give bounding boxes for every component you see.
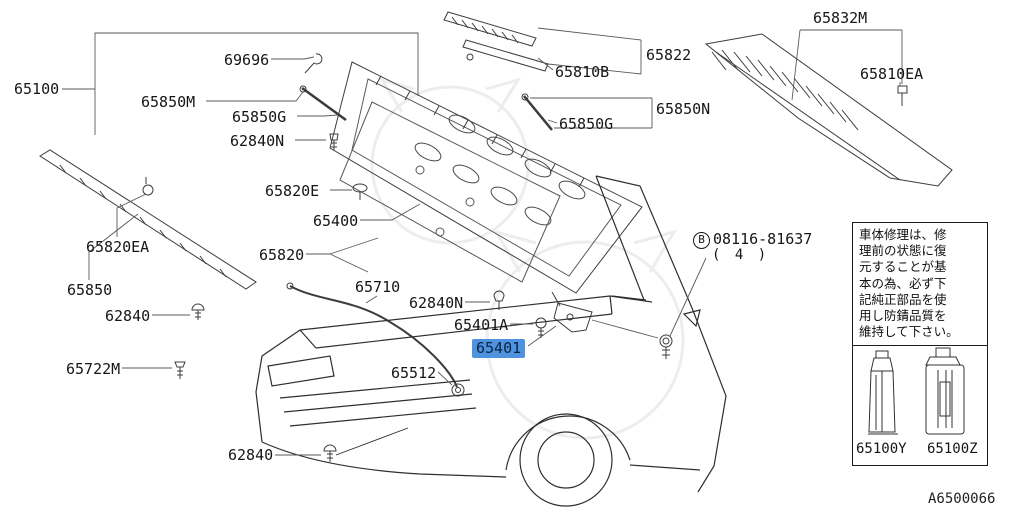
part-label-65100: 65100 xyxy=(14,80,60,98)
car-body xyxy=(255,175,727,507)
clip-62840N-1 xyxy=(329,133,339,150)
part-label-62840N-2: 62840N xyxy=(409,294,464,312)
part-label-65850M: 65850M xyxy=(141,93,196,111)
part-label-65100Y: 65100Y xyxy=(856,441,907,457)
note-line: 車体修理は、修 xyxy=(859,227,947,242)
seal-strip xyxy=(39,149,257,290)
bolt-65810EA xyxy=(897,85,908,94)
note-line: 本の為、必ず下 xyxy=(859,275,947,291)
part-label-65850G-1: 65850G xyxy=(232,108,287,126)
part-label-65710: 65710 xyxy=(355,278,401,296)
part-label-65850N: 65850N xyxy=(656,100,711,118)
clip-62840-2 xyxy=(323,444,337,462)
repair-note-box: 車体修理は、修 理前の状態に復 元することが基 本の為、必ず下 記純正部品を使 … xyxy=(852,222,988,346)
bolt-reference-number: 08116-81637 xyxy=(713,230,813,248)
clip-65820E xyxy=(352,183,368,200)
part-label-65810B: 65810B xyxy=(555,63,610,81)
part-label-62840-2: 62840 xyxy=(228,446,274,464)
hood-hinge xyxy=(551,291,593,333)
note-line: 維持して下さい。 xyxy=(859,324,959,340)
grommet-65820EA xyxy=(142,184,154,196)
clip-62840-1 xyxy=(191,303,205,320)
part-label-65400: 65400 xyxy=(313,212,359,230)
hood-insulator xyxy=(339,101,561,283)
hook-69696 xyxy=(304,53,323,74)
product-tube xyxy=(868,350,898,435)
watermark xyxy=(370,77,685,440)
bolt-reference-qty: ( 4 ) xyxy=(712,247,770,263)
part-label-65722M: 65722M xyxy=(66,360,121,378)
part-label-65832M: 65832M xyxy=(813,9,868,27)
part-label-69696: 69696 xyxy=(224,51,270,69)
diagram-code: A6500066 xyxy=(928,491,996,507)
cowl-grille xyxy=(704,33,953,187)
bolt-08116 xyxy=(659,334,673,359)
grommet-65512 xyxy=(451,383,465,397)
note-line: 理前の状態に復 xyxy=(859,243,947,259)
hood-stays xyxy=(443,11,549,72)
clip-65722M xyxy=(174,361,186,379)
note-line: 元することが基 xyxy=(859,259,947,275)
part-label-65401-highlighted[interactable]: 65401 xyxy=(472,339,526,358)
part-label-65512: 65512 xyxy=(391,364,437,382)
part-label-65810EA: 65810EA xyxy=(860,65,924,83)
part-label-65820EA: 65820EA xyxy=(86,238,150,256)
hood-panel xyxy=(329,61,643,294)
part-label-65401A: 65401A xyxy=(454,316,509,334)
support-rod xyxy=(286,282,458,388)
bolt-65401A xyxy=(535,317,547,338)
part-label-62840N-1: 62840N xyxy=(230,132,285,150)
part-label-65100Z: 65100Z xyxy=(927,441,978,457)
part-label-65850G-2: 65850G xyxy=(559,115,614,133)
part-label-65820: 65820 xyxy=(259,246,305,264)
note-line: 記純正部品を使 xyxy=(859,291,947,307)
part-label-62840-1: 62840 xyxy=(105,307,151,325)
part-label-65850: 65850 xyxy=(67,281,113,299)
part-label-65822: 65822 xyxy=(646,46,692,64)
note-line: 用し防錆品質を xyxy=(859,308,947,324)
circled-b-icon: B xyxy=(693,232,710,249)
product-spray-can xyxy=(925,347,965,435)
part-label-65820E: 65820E xyxy=(265,182,320,200)
leader-lines xyxy=(62,27,903,456)
